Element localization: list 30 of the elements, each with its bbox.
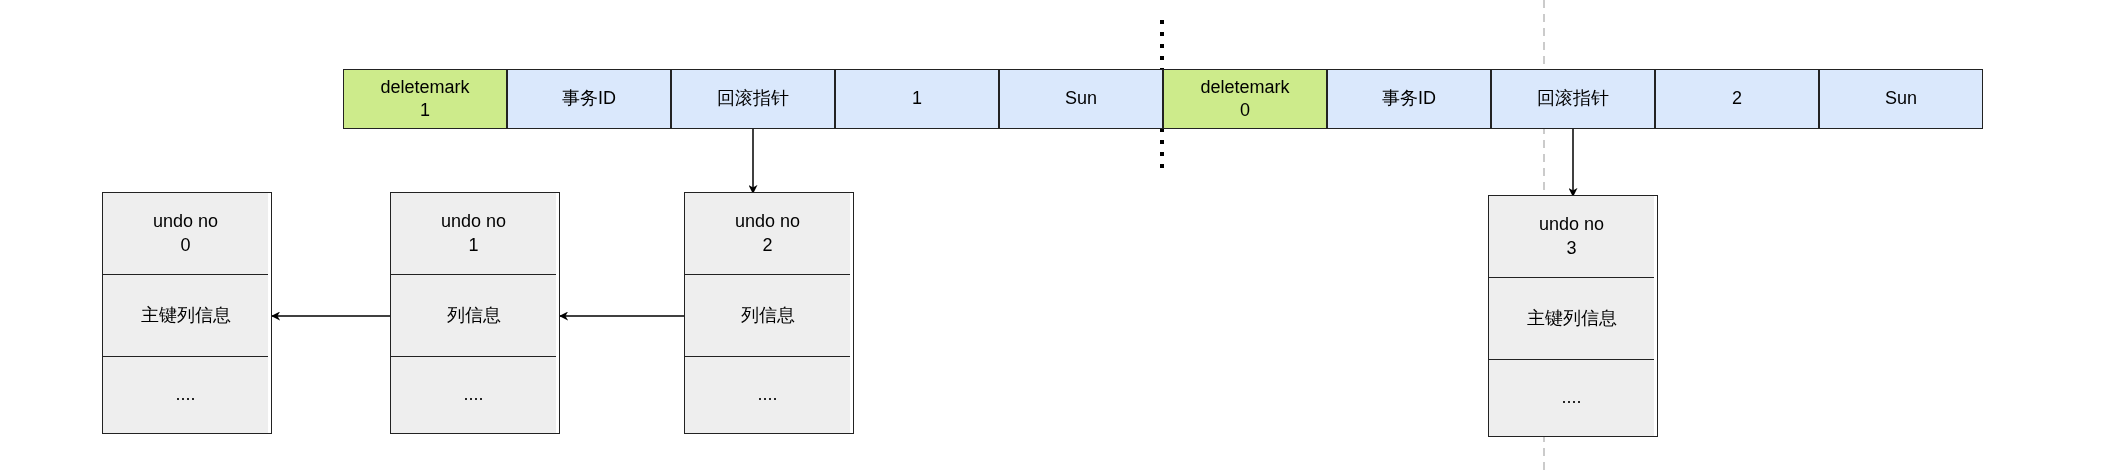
record-field-cell: 事务ID (1327, 69, 1491, 129)
undo-record-box (685, 193, 853, 433)
arrow (559, 311, 686, 321)
record-field-cell: Sun (1819, 69, 1983, 129)
record-field-cell: deletemark 1 (343, 69, 507, 129)
undo-record-cell: undo no 1 (391, 193, 556, 275)
arrow (748, 128, 758, 194)
undo-record-cell: undo no 3 (1489, 196, 1654, 278)
undo-record-cell: 主键列信息 (1489, 278, 1654, 360)
record-field-cell: 1 (835, 69, 999, 129)
record-field-cell: 回滚指针 (671, 69, 835, 129)
undo-record-cell: .... (391, 357, 556, 433)
undo-record-cell: 主键列信息 (103, 275, 268, 357)
undo-record-cell: .... (1489, 360, 1654, 436)
undo-record-cell: undo no 0 (103, 193, 268, 275)
record-field-cell: deletemark 0 (1163, 69, 1327, 129)
arrow (1568, 128, 1578, 197)
undo-record-box (103, 193, 271, 433)
record-field-cell: Sun (999, 69, 1163, 129)
undo-record-cell: .... (685, 357, 850, 433)
undo-record-cell: 列信息 (391, 275, 556, 357)
record-field-cell: 回滚指针 (1491, 69, 1655, 129)
undo-record-box (1489, 196, 1657, 436)
record-field-cell: 事务ID (507, 69, 671, 129)
undo-record-cell: undo no 2 (685, 193, 850, 275)
arrow (271, 311, 392, 321)
record-field-cell: 2 (1655, 69, 1819, 129)
undo-record-box (391, 193, 559, 433)
undo-record-cell: .... (103, 357, 268, 433)
undo-record-cell: 列信息 (685, 275, 850, 357)
